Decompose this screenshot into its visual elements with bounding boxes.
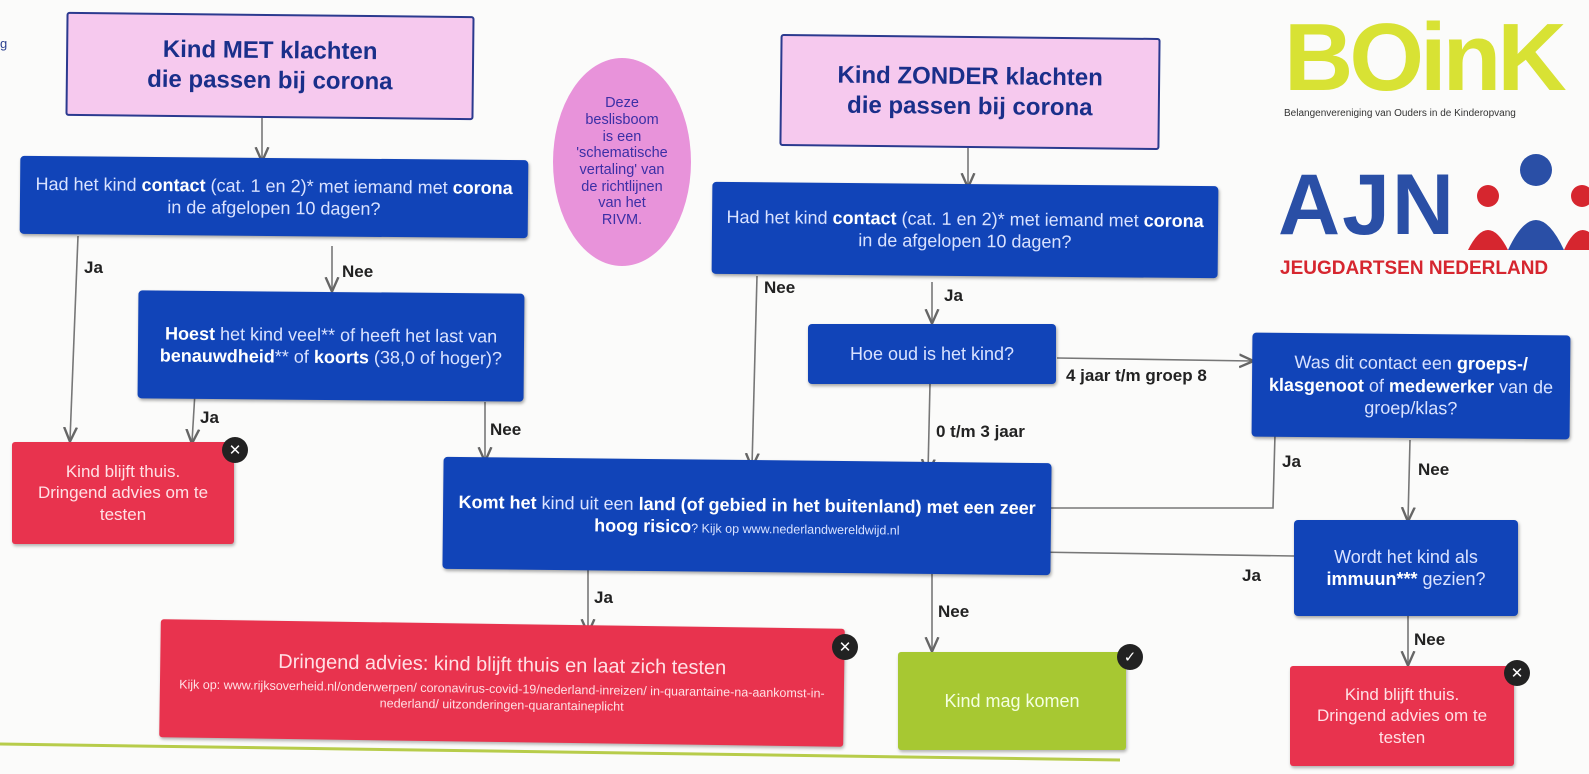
question-contact-left: Had het kind contact (cat. 1 en 2)* met … (19, 155, 529, 239)
q-contact-l-d: corona (452, 177, 513, 198)
outcome-may-come-text: Kind mag komen (944, 690, 1080, 711)
q-contact-r-a: Had het kind (726, 206, 833, 228)
note-line-4: 'schematische (576, 145, 668, 162)
q-land-d: ? Kijk op www.nederlandwereldwijd.nl (691, 521, 900, 538)
q-hoest-c: benauwdheid (159, 345, 275, 367)
note-line-5: vertaling' van (579, 162, 665, 178)
label-nee: Nee (490, 420, 522, 439)
question-cough: Hoest het kind veel** of heeft het last … (137, 290, 525, 402)
question-contact-right: Had het kind contact (cat. 1 en 2)* met … (711, 181, 1219, 279)
close-icon: ✕ (832, 634, 858, 660)
label-nee: Nee (1418, 460, 1450, 479)
q-contact-r-b: contact (832, 207, 897, 228)
q-contact-r-d: corona (1143, 210, 1204, 231)
note-line-7: van het (598, 195, 646, 212)
label-nee: Nee (1414, 630, 1446, 649)
root-with-line2: die passen bij corona (147, 65, 393, 96)
label-ja: Ja (1282, 452, 1301, 471)
outcome-urgent-title: Dringend advies: kind blijft thuis en la… (278, 650, 727, 680)
ajn-logo-text: AJN (1278, 157, 1457, 253)
boink-logo: BOinK Belangenvereniging van Ouders in d… (1284, 4, 1589, 120)
q-immuun-c: gezien? (1417, 569, 1486, 589)
q-contact-l-e: in de afgelopen 10 dagen? (167, 197, 381, 219)
q-contact-l-c: (cat. 1 en 2)* met iemand met (205, 174, 453, 198)
label-age-older: 4 jaar t/m groep 8 (1066, 366, 1207, 385)
q-contact-r-e: in de afgelopen 10 dagen? (858, 230, 1072, 252)
note-line-6: de richtlijnen (581, 178, 663, 195)
root-without-line2: die passen bij corona (846, 91, 1093, 122)
boink-logo-subtitle: Belangenvereniging van Ouders in de Kind… (1284, 108, 1516, 119)
note-line-1: Deze (605, 95, 639, 112)
q-hoest-b: het kind veel** of heeft het last van (214, 323, 498, 346)
check-icon: ✓ (1117, 644, 1143, 670)
note-line-3: is een (602, 128, 642, 145)
rivm-note-oval: Deze beslisboom is een 'schematische ver… (553, 58, 691, 266)
outcome-stay-home-right: Kind blijft thuis. Dringend advies om te… (1290, 666, 1514, 766)
label-nee: Nee (342, 262, 374, 281)
q-age-text: Hoe oud is het kind? (849, 343, 1015, 364)
q-land-b: kind uit een (536, 492, 639, 514)
root-with-line1: Kind MET klachten (162, 35, 378, 66)
label-ja: Ja (594, 588, 613, 607)
boink-logo-text: BOinK (1284, 4, 1567, 111)
root-without-line1: Kind ZONDER klachten (837, 61, 1103, 92)
outcome-stay-home-right-text: Kind blijft thuis. Dringend advies om te… (1316, 685, 1488, 747)
ajn-logo: AJN JEUGDARTSEN NEDERLAND (1278, 150, 1589, 290)
question-age: Hoe oud is het kind? (808, 324, 1056, 384)
question-high-risk-country: Komt het kind uit een land (of gebied in… (442, 456, 1052, 576)
question-immune: Wordt het kind als immuun*** gezien? (1294, 520, 1518, 616)
q-hoest-d: ** of (274, 346, 314, 367)
label-ja: Ja (944, 286, 963, 305)
label-nee: Nee (764, 278, 796, 297)
label-age-young: 0 t/m 3 jaar (936, 422, 1025, 441)
ajn-logo-subtitle: JEUGDARTSEN NEDERLAND (1280, 258, 1549, 279)
q-land-a: Komt het (458, 491, 537, 513)
q-contact-l-b: contact (141, 174, 206, 195)
q-contact-r-c: (cat. 1 en 2)* met iemand met (896, 207, 1144, 231)
note-line-8: RIVM. (601, 212, 643, 229)
q-hoest-e: koorts (313, 346, 369, 368)
q-groep-d: medewerker (1388, 375, 1495, 397)
outcome-urgent-test: Dringend advies: kind blijft thuis en la… (159, 619, 845, 747)
note-line-2: beslisboom (585, 111, 659, 128)
q-hoest-a: Hoest (164, 323, 216, 344)
q-groep-c: of (1363, 375, 1390, 396)
label-ja: Ja (84, 258, 103, 277)
q-hoest-f: (38,0 of hoger)? (368, 347, 503, 369)
label-ja: Ja (200, 408, 219, 427)
label-nee: Nee (938, 602, 970, 621)
outcome-stay-home-left-text: Kind blijft thuis. Dringend advies om te… (37, 462, 209, 524)
q-groep-a: Was dit contact een (1294, 352, 1457, 374)
outcome-stay-home-left: Kind blijft thuis. Dringend advies om te… (12, 442, 234, 544)
ajn-figures-icon (1468, 154, 1589, 250)
question-classmate: Was dit contact een groeps-/ klasgenoot … (1251, 332, 1571, 440)
q-immuun-a: Wordt het kind als (1334, 546, 1478, 567)
close-icon: ✕ (1504, 660, 1530, 686)
outcome-may-come: Kind mag komen (898, 652, 1126, 750)
q-immuun-b: immuun*** (1326, 569, 1418, 589)
edge-fragment-text: g (0, 36, 8, 51)
q-contact-l-a: Had het kind (35, 173, 142, 195)
label-ja: Ja (1242, 566, 1261, 585)
close-icon: ✕ (222, 437, 248, 463)
outcome-urgent-link: Kijk op: www.rijksoverheid.nl/onderwerpe… (179, 677, 825, 714)
